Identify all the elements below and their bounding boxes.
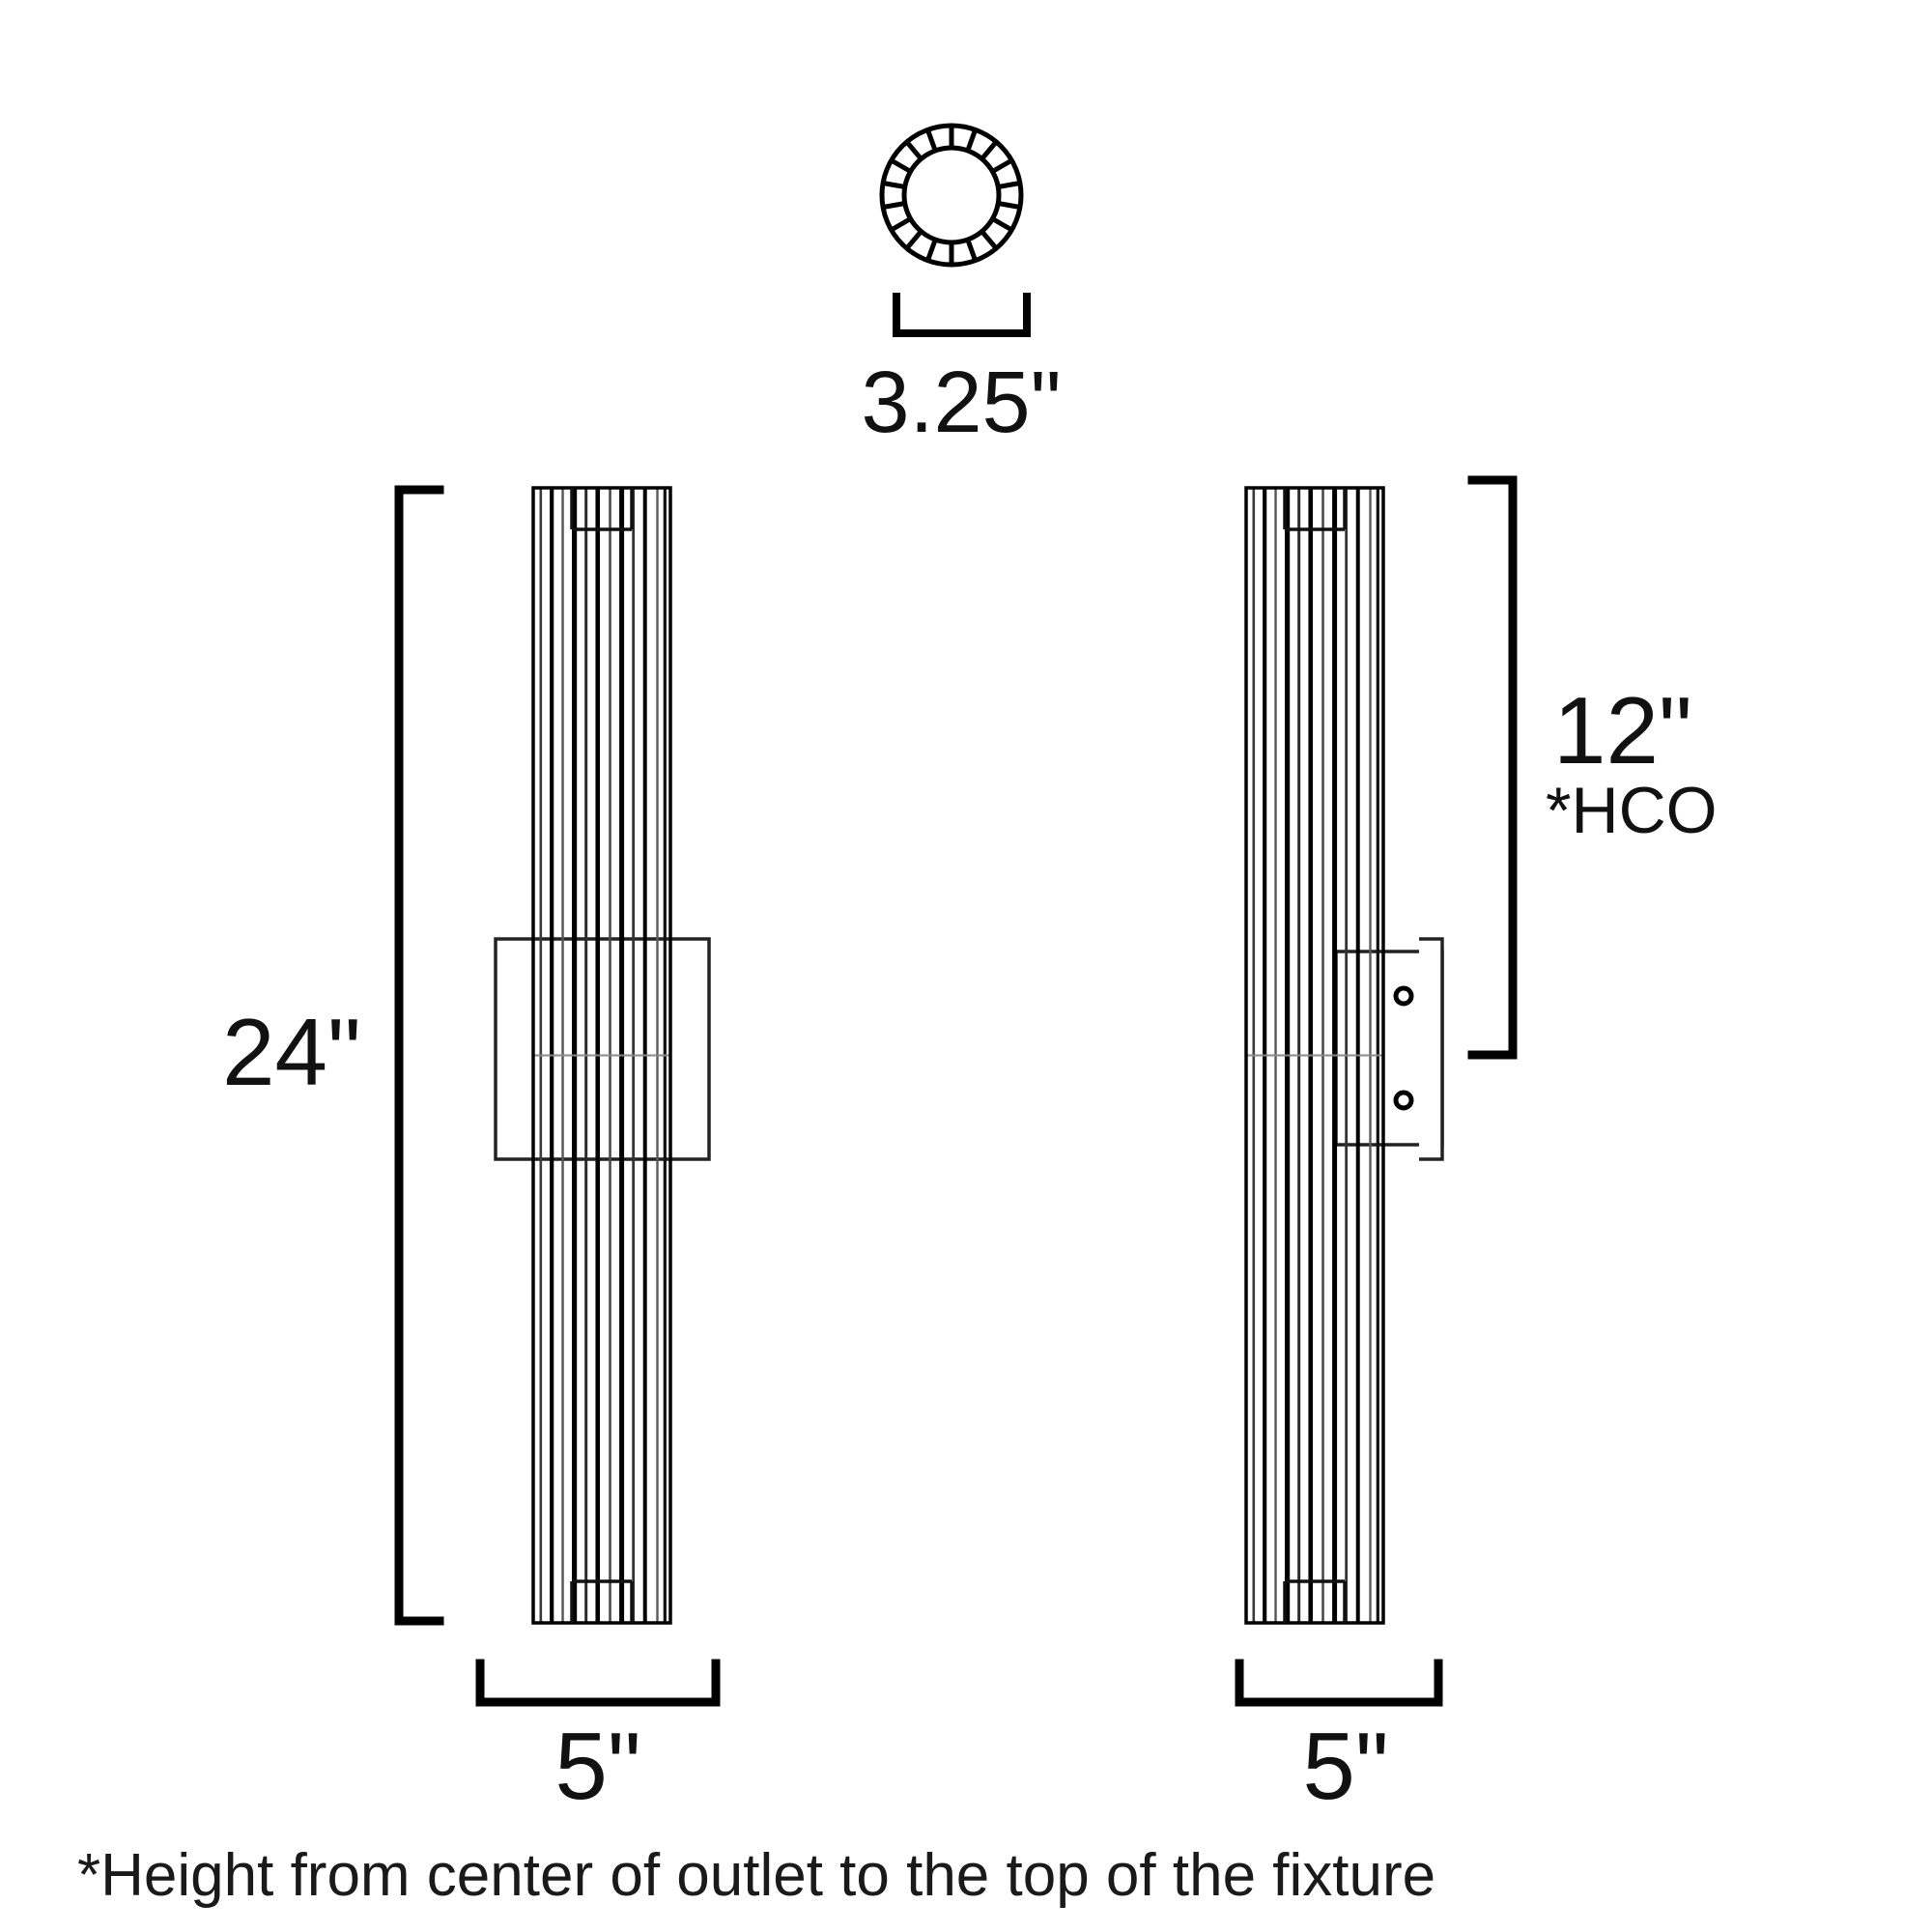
dimension-label-5-side: 5" — [1302, 1713, 1388, 1819]
dimension-sublabel-hco: *HCO — [1546, 774, 1718, 847]
ring-slat — [890, 157, 912, 174]
ring-slat — [904, 229, 923, 250]
dimension-bracket-3_25 — [893, 293, 1031, 337]
front-fixture-outline — [531, 486, 672, 1625]
front-slat-group — [533, 488, 670, 1623]
side-bottom-cap-detail — [1283, 1579, 1347, 1623]
ring-slat — [904, 140, 923, 161]
footnote-text: *Height from center of outlet to the top… — [77, 1842, 1435, 1909]
bracket-path-3_25 — [893, 293, 1031, 337]
front-bottom-cap-detail — [570, 1579, 634, 1623]
side-elevation-group — [1244, 486, 1444, 1625]
ring-slat — [965, 239, 978, 262]
bracket-screw-bottom — [1393, 1090, 1414, 1111]
dimension-bracket-24 — [394, 485, 444, 1626]
dimension-bracket-5-side — [1235, 1659, 1443, 1707]
ring-slat — [991, 216, 1013, 233]
bracket-screw-top — [1393, 985, 1414, 1007]
ring-slat — [980, 140, 999, 161]
top-view-group — [879, 123, 1024, 268]
dimension-bracket-5-front — [475, 1659, 721, 1707]
ring-slat — [997, 181, 1021, 189]
bracket-path-5-front — [475, 1659, 721, 1707]
ring-slat — [890, 216, 912, 233]
bracket-path-5-side — [1235, 1659, 1443, 1707]
ring-slat — [925, 128, 938, 152]
ring-slat — [882, 201, 906, 210]
front-top-cap-detail — [570, 488, 634, 531]
ring-outer-circle — [879, 123, 1024, 268]
ring-slat — [980, 229, 999, 250]
dimension-label-3_25: 3.25" — [861, 355, 1061, 451]
ring-inner-circle — [901, 145, 1002, 245]
bracket-path-12 — [1467, 475, 1518, 1060]
front-backplate — [494, 937, 711, 1161]
front-elevation-group — [494, 486, 711, 1625]
ring-slat — [997, 201, 1021, 210]
ring-slat — [925, 239, 938, 262]
dimension-label-5-front: 5" — [554, 1713, 640, 1819]
ring-slat — [965, 128, 978, 152]
ring-slat — [882, 181, 906, 189]
side-mount-wall-plate — [1419, 937, 1444, 1161]
bracket-path-24 — [394, 485, 444, 1626]
side-fixture-outline — [1244, 486, 1385, 1625]
dimension-bracket-12 — [1467, 475, 1518, 1060]
side-slat-group — [1246, 488, 1383, 1623]
dimension-label-24: 24" — [222, 999, 361, 1105]
ring-slat — [991, 157, 1013, 174]
dimension-label-12: 12" — [1553, 677, 1692, 783]
side-top-cap-detail — [1283, 488, 1347, 531]
